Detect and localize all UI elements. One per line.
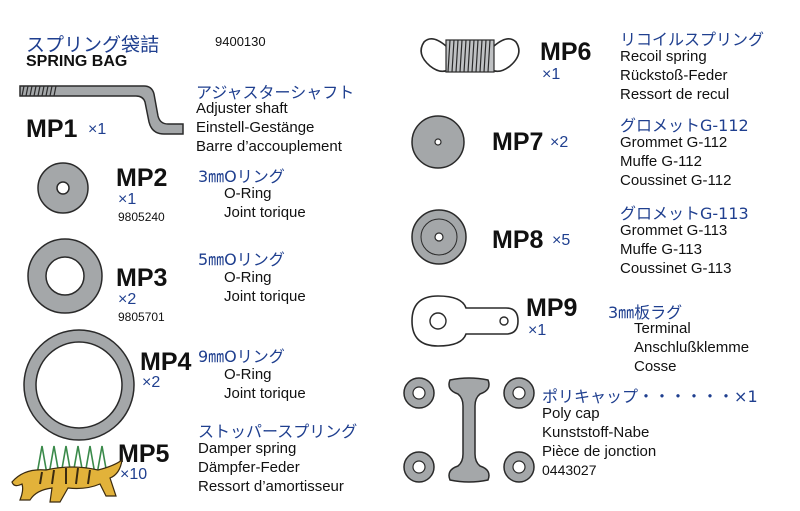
mp5-name-de: Dämpfer-Feder [198,459,300,476]
mp7-name-en: Grommet G-112 [620,134,728,151]
mp7-names: Grommet G-112 Muffe G-112 Coussinet G-11… [620,133,731,190]
mp5-label: MP5 [118,440,170,468]
mp8-quantity: ×5 [552,232,571,249]
recoil-spring-drawing [420,38,520,73]
mp8-names: Grommet G-113 Muffe G-113 Coussinet G-11… [620,221,731,278]
mp6-japanese-name: リコイルスプリング [620,30,765,49]
mp6-names: Recoil spring Rückstoß-Feder Ressort de … [620,47,729,104]
grommet-g113-drawing [411,209,467,265]
mp6-label: MP6 [540,38,592,66]
polycap-names: Poly cap Kunststoff-Nabe Pièce de joncti… [542,404,656,461]
grommet-g112-drawing [411,115,465,169]
mp8-name-en: Grommet G-113 [620,222,728,239]
mp3-label: MP3 [116,264,168,292]
polycap-code: 0443027 [542,462,597,478]
polycap-name-en: Poly cap [542,405,600,422]
o-ring-9mm-drawing [23,329,135,441]
mp7-japanese-name: グロメットG-112 [620,116,749,135]
mp5-quantity: ×10 [120,466,148,483]
mp9-quantity: ×1 [528,322,547,339]
mp2-names: O-Ring Joint torique [224,184,306,222]
mp9-label: MP9 [526,294,578,322]
o-ring-3mm-drawing [37,162,89,214]
mp8-name-fr: Coussinet G-113 [620,260,732,277]
mp2-name-fr: Joint torique [224,204,306,221]
mp3-code: 9805701 [118,310,165,324]
mp7-quantity: ×2 [550,134,569,151]
mp2-name-en: O-Ring [224,185,272,202]
mp9-name-fr: Cosse [634,358,677,375]
mp4-label: MP4 [140,348,192,376]
title-spring-bag: SPRING BAG [26,53,128,70]
mp6-name-en: Recoil spring [620,48,707,65]
mp4-quantity: ×2 [142,374,161,391]
mp6-name-fr: Ressort de recul [620,86,730,103]
tiger-logo [11,458,123,503]
terminal-lug-drawing [411,295,519,347]
poly-cap-drawing [403,377,535,483]
mp1-label: MP1 [26,115,78,143]
bag-code: 9400130 [215,34,266,49]
mp1-names: Adjuster shaft Einstell-Gestänge Barre d… [196,99,342,156]
mp3-japanese-name: 5㎜Oリング [198,250,285,269]
mp1-name-de: Einstell-Gestänge [196,119,315,136]
polycap-name-fr: Pièce de jonction [542,443,657,460]
mp4-name-fr: Joint torique [224,385,306,402]
mp1-japanese-name: アジャスターシャフト [196,83,355,102]
mp1-name-en: Adjuster shaft [196,100,288,117]
polycap-japanese-name: ポリキャップ [542,387,639,406]
mp4-name-en: O-Ring [224,366,272,383]
mp5-name-en: Damper spring [198,440,297,457]
mp6-quantity: ×1 [542,66,561,83]
mp2-quantity: ×1 [118,191,137,208]
mp8-japanese-name: グロメットG-113 [620,204,749,223]
mp9-name-de: Anschlußklemme [634,339,750,356]
mp3-quantity: ×2 [118,291,137,308]
mp4-names: O-Ring Joint torique [224,365,306,403]
adjuster-shaft-drawing [19,85,184,135]
mp5-names: Damper spring Dämpfer-Feder Ressort d’am… [198,439,344,496]
mp5-japanese-name: ストッパースプリング [198,422,358,441]
mp1-name-fr: Barre d’accouplement [196,138,342,155]
polycap-leader-dots: ・・・・・・ [638,387,735,406]
mp7-label: MP7 [492,128,544,156]
mp3-name-en: O-Ring [224,269,272,286]
mp8-label: MP8 [492,226,544,254]
polycap-japanese-line: ポリキャップ・・・・・・×1 [542,383,758,407]
mp7-name-de: Muffe G-112 [620,153,702,170]
mp7-name-fr: Coussinet G-112 [620,172,732,189]
mp8-name-de: Muffe G-113 [620,241,702,258]
title-japanese: スプリング袋詰 [26,34,160,56]
mp3-names: O-Ring Joint torique [224,268,306,306]
mp9-names: Terminal Anschlußklemme Cosse [634,319,749,376]
mp3-name-fr: Joint torique [224,288,306,305]
mp4-japanese-name: 9㎜Oリング [198,347,285,366]
mp9-name-en: Terminal [634,320,691,337]
mp6-name-de: Rückstoß-Feder [620,67,728,84]
mp1-quantity: ×1 [88,121,107,138]
mp2-code: 9805240 [118,210,165,224]
polycap-name-de: Kunststoff-Nabe [542,424,650,441]
mp2-japanese-name: 3㎜Oリング [198,167,285,186]
mp2-label: MP2 [116,164,168,192]
mp9-japanese-name: 3㎜板ラグ [608,303,683,322]
o-ring-5mm-drawing [27,238,103,314]
polycap-quantity: ×1 [734,387,758,406]
mp5-name-fr: Ressort d’amortisseur [198,478,344,495]
